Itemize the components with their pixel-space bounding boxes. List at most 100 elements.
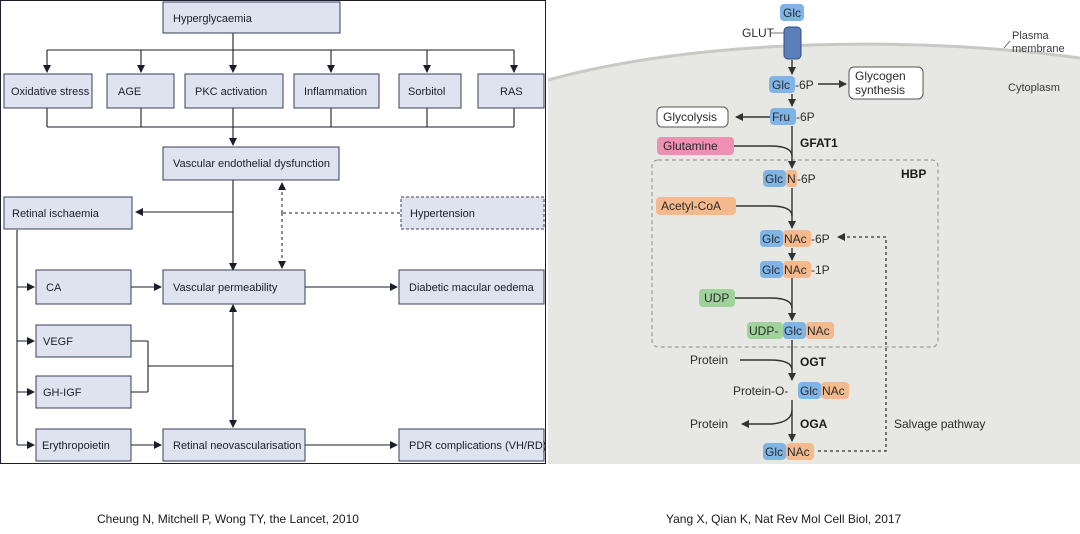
glut-transporter-icon bbox=[783, 26, 802, 60]
permeability-label: Vascular permeability bbox=[173, 282, 278, 294]
proteinO-tag-c bbox=[821, 382, 849, 399]
glc-label: Glc bbox=[783, 6, 801, 20]
glcnac6p-tag-b bbox=[783, 230, 811, 247]
glcn6p-a: Glc bbox=[765, 172, 783, 186]
glut-label: GLUT bbox=[742, 26, 775, 40]
ghigf-box bbox=[35, 375, 132, 409]
glcn6p-c: -6P bbox=[797, 172, 816, 186]
glcnac1p-tag-a bbox=[760, 261, 783, 278]
udpglcnac-tag-c bbox=[806, 322, 834, 339]
left-connectors bbox=[16, 33, 518, 449]
cause-label: Inflammation bbox=[304, 86, 367, 98]
glc6p-b: -6P bbox=[795, 78, 814, 92]
udpglcnac-tag-b bbox=[783, 322, 806, 339]
pdr-label: PDR complications (VH/RD) bbox=[409, 440, 547, 452]
cause-label: Sorbitol bbox=[408, 86, 445, 98]
neovasc-label: Retinal neovascularisation bbox=[173, 440, 301, 452]
udpglcnac-b: Glc bbox=[784, 324, 802, 338]
oga-label: OGA bbox=[800, 417, 828, 431]
udpglcnac-a: UDP- bbox=[749, 324, 778, 338]
ca-label: CA bbox=[46, 282, 62, 294]
oedema-label: Diabetic macular oedema bbox=[409, 282, 535, 294]
fru6p-tag bbox=[770, 108, 796, 125]
ogt-label: OGT bbox=[800, 355, 827, 369]
fru6p-b: -6P bbox=[796, 110, 815, 124]
cytoplasm-region bbox=[548, 44, 1080, 464]
neovasc-box bbox=[162, 428, 306, 462]
glycogen-line2: synthesis bbox=[855, 83, 905, 97]
endothelial-box bbox=[162, 146, 340, 181]
glcnac6p-a: Glc bbox=[762, 232, 780, 246]
udp-tag bbox=[699, 289, 735, 307]
glcn6p-tag-a bbox=[763, 170, 786, 187]
acetylcoa-tag bbox=[656, 197, 736, 215]
protein-out-label: Protein bbox=[690, 417, 728, 431]
ghigf-label: GH-IGF bbox=[43, 387, 82, 399]
membrane-label: membrane bbox=[1012, 43, 1065, 55]
erythropoietin-label: Erythropoietin bbox=[42, 440, 110, 452]
vegf-box bbox=[35, 324, 132, 358]
glcnac-end-a: Glc bbox=[765, 445, 783, 459]
glcnac-end-b: NAc bbox=[787, 445, 810, 459]
erythropoietin-box bbox=[35, 428, 132, 462]
cause-box-ras bbox=[477, 73, 545, 109]
proteinO-b: Glc bbox=[800, 384, 818, 398]
glcn6p-b: N bbox=[787, 172, 796, 186]
pdr-box bbox=[398, 428, 545, 462]
fru6p-a: Fru bbox=[772, 110, 790, 124]
glycolysis-label: Glycolysis bbox=[663, 110, 717, 124]
acetylcoa-label: Acetyl-CoA bbox=[661, 199, 721, 213]
glcn6p-tag-b bbox=[786, 170, 797, 187]
glutamine-tag bbox=[657, 137, 734, 155]
glcnac1p-b: NAc bbox=[784, 263, 807, 277]
right-diagram: Plasma membrane Cytoplasm HBP bbox=[547, 0, 1080, 464]
proteinO-c: NAc bbox=[822, 384, 845, 398]
cause-box-sorbitol bbox=[398, 73, 462, 109]
udpglcnac-c: NAc bbox=[807, 324, 830, 338]
hypertension-box bbox=[400, 196, 545, 230]
oedema-box bbox=[398, 269, 545, 305]
salvage-label: Salvage pathway bbox=[894, 417, 985, 431]
glcnac-end-tag-a bbox=[763, 443, 786, 460]
glc6p-tag bbox=[769, 76, 795, 93]
cause-box-pkc bbox=[184, 73, 284, 109]
ca-box bbox=[35, 269, 132, 305]
hypertension-label: Hypertension bbox=[410, 208, 475, 220]
glycogen-box bbox=[848, 66, 924, 100]
udpglcnac-tag-a bbox=[747, 322, 783, 339]
glc-tag bbox=[780, 4, 804, 21]
cause-label: Oxidative stress bbox=[11, 86, 90, 98]
left-diagram: Hyperglycaemia Oxidative stress AGE PKC … bbox=[0, 0, 547, 464]
glycogen-line1: Glycogen bbox=[855, 69, 906, 83]
right-caption: Yang X, Qian K, Nat Rev Mol Cell Biol, 2… bbox=[666, 512, 902, 526]
left-caption: Cheung N, Mitchell P, Wong TY, the Lance… bbox=[97, 512, 359, 526]
hbp-region bbox=[651, 159, 939, 348]
hyperglycaemia-label: Hyperglycaemia bbox=[173, 13, 253, 25]
cause-box-oxidative bbox=[3, 73, 93, 109]
vegf-label: VEGF bbox=[43, 336, 73, 348]
pathway-arrows bbox=[734, 60, 887, 452]
glcnac6p-c: -6P bbox=[811, 232, 830, 246]
permeability-box bbox=[162, 269, 306, 305]
endothelial-label: Vascular endothelial dysfunction bbox=[173, 158, 330, 170]
hyperglycaemia-box bbox=[162, 1, 341, 34]
cytoplasm-label: Cytoplasm bbox=[1008, 82, 1060, 94]
glutamine-label: Glutamine bbox=[663, 139, 718, 153]
glcnac1p-c: -1P bbox=[811, 263, 830, 277]
proteinO-tag-b bbox=[798, 382, 821, 399]
cause-box-age bbox=[106, 73, 175, 109]
glcnac6p-b: NAc bbox=[784, 232, 807, 246]
glcnac1p-tag-b bbox=[783, 261, 811, 278]
cause-label: RAS bbox=[500, 86, 523, 98]
glc6p-a: Glc bbox=[772, 78, 790, 92]
plasma-label: Plasma bbox=[1012, 30, 1050, 42]
protein-in-label: Protein bbox=[690, 353, 728, 367]
plasma-membrane-line bbox=[547, 42, 1080, 82]
proteinO-a: Protein-O- bbox=[733, 384, 788, 398]
glcnac1p-a: Glc bbox=[762, 263, 780, 277]
ischaemia-box bbox=[3, 196, 133, 230]
cause-label: PKC activation bbox=[195, 86, 267, 98]
cause-box-inflammation bbox=[293, 73, 380, 109]
gfat1-label: GFAT1 bbox=[800, 136, 838, 150]
